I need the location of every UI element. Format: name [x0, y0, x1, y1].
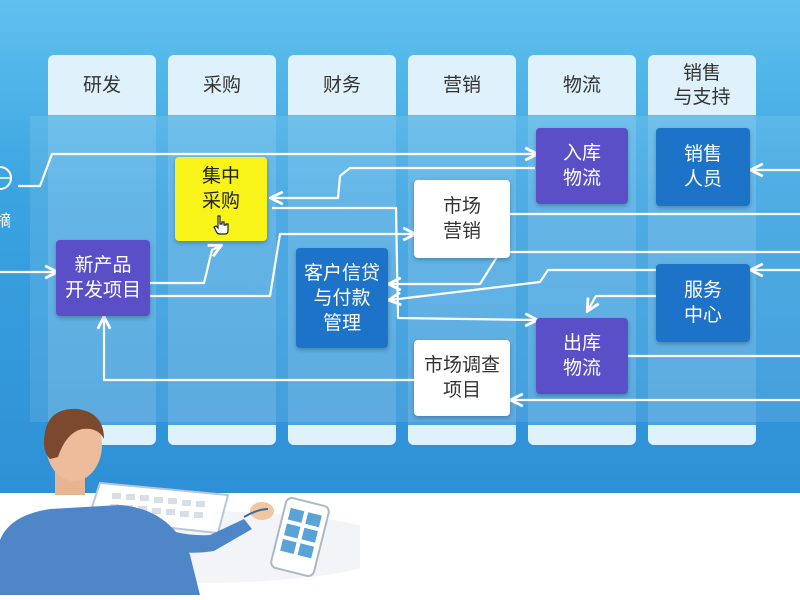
column-header-label: 与支持	[673, 86, 731, 108]
flow-arrow	[390, 250, 800, 284]
column-header-logistics: 物流	[528, 55, 636, 115]
node-label: 入库	[562, 142, 601, 164]
column-header-rd: 研发	[48, 55, 156, 115]
node-service-center[interactable]: 服务 中心	[656, 264, 750, 342]
node-outbound-logistics[interactable]: 出库 物流	[536, 318, 628, 394]
node-label: 人员	[683, 168, 722, 190]
node-label: 采购	[201, 189, 240, 212]
flow-arrow	[390, 268, 656, 300]
node-central-purchasing[interactable]: 集中 采购	[175, 157, 267, 241]
node-label: 销售	[683, 143, 722, 165]
node-inbound-logistics[interactable]: 入库 物流	[536, 128, 628, 204]
column-header-label: 财务	[322, 74, 361, 96]
node-label: 开发项目	[64, 279, 141, 301]
flow-arrow	[272, 166, 535, 198]
column-header-label: 采购	[202, 74, 241, 96]
person-arm	[150, 519, 252, 553]
flow-arrow	[18, 154, 536, 188]
column-footer	[168, 425, 276, 445]
flow-arrow	[148, 234, 414, 298]
node-label: 集中	[201, 164, 240, 187]
flow-arrow	[104, 318, 418, 382]
computer-user-illustration	[0, 408, 360, 595]
node-label: 市场	[442, 195, 481, 217]
node-label: 项目	[442, 379, 481, 401]
node-customer-credit-payment[interactable]: 客户信贷 与付款 管理	[296, 248, 388, 348]
node-market-research[interactable]: 市场调查 项目	[414, 340, 510, 416]
node-label: 客户信贷	[303, 261, 380, 284]
person-hair	[44, 408, 104, 459]
column-header-label: 营销	[442, 74, 481, 96]
column-header-purchasing: 采购	[168, 55, 276, 115]
person-hand	[250, 502, 274, 520]
column-header-sales-support: 销售 与支持	[648, 55, 756, 115]
flow-arrow	[272, 206, 536, 320]
left-edge-text: 摘	[0, 211, 10, 230]
node-market-marketing[interactable]: 市场 营销	[414, 180, 510, 258]
column-header-label: 销售	[682, 62, 721, 84]
node-label: 物流	[562, 357, 601, 379]
tablet-icon	[270, 497, 330, 577]
node-label: 营销	[442, 220, 481, 242]
flow-arrow	[148, 246, 220, 285]
node-label: 新产品	[74, 254, 132, 276]
column-footer	[528, 425, 636, 445]
globe-icon	[0, 166, 12, 190]
column-header-label: 研发	[82, 74, 121, 96]
column-footer	[648, 425, 756, 445]
column-footer	[408, 425, 516, 445]
node-label: 管理	[322, 311, 361, 334]
column-footer	[288, 425, 396, 445]
column-header-label: 物流	[562, 74, 601, 96]
hand-cursor-icon	[213, 214, 229, 235]
column-header-marketing: 营销	[408, 55, 516, 115]
person-torso	[0, 505, 200, 595]
node-label: 中心	[683, 304, 722, 326]
node-label: 与付款	[313, 286, 371, 309]
column-header-finance: 财务	[288, 55, 396, 115]
flow-arrow	[588, 294, 656, 310]
node-label: 服务	[683, 279, 722, 301]
node-label: 物流	[562, 167, 601, 189]
node-label: 出库	[562, 332, 601, 354]
node-label: 市场调查	[423, 354, 500, 376]
column-sales-support-body	[648, 55, 756, 445]
node-sales-staff[interactable]: 销售 人员	[656, 128, 750, 206]
node-new-product-development[interactable]: 新产品 开发项目	[56, 240, 150, 316]
